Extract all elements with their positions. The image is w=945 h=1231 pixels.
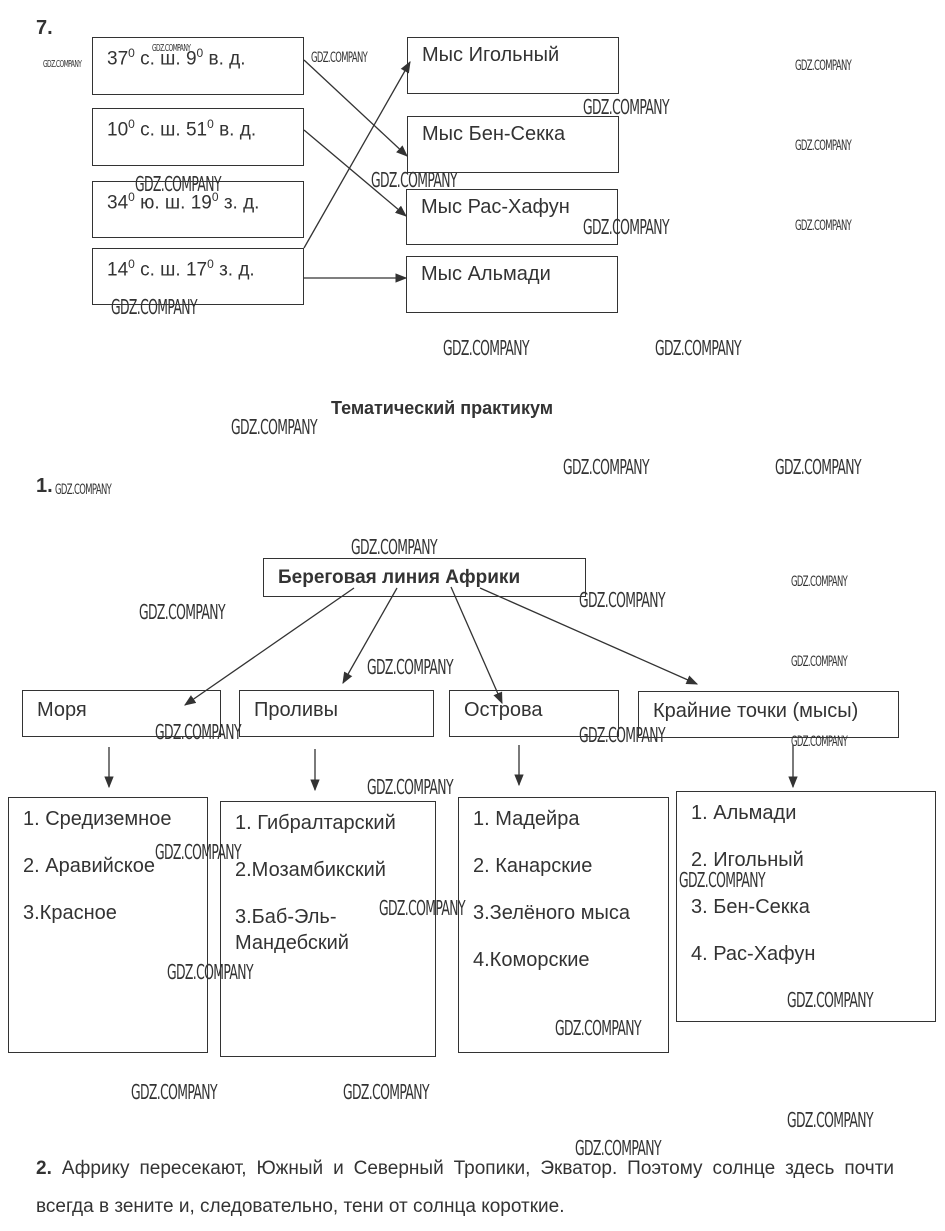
cape-box-4: Мыс Альмади <box>406 256 618 313</box>
list-item: 3. Бен-Секка <box>691 896 810 918</box>
list-item: 1. Средиземное <box>23 808 172 830</box>
longitude-value: 17 <box>185 259 208 281</box>
longitude-hemisphere: з. д. <box>213 259 255 281</box>
degree-mark: 0 <box>128 46 135 60</box>
match-arrow-3 <box>303 60 411 249</box>
cape-box-2: Мыс Бен-Секка <box>407 116 619 173</box>
list-item: 2.Мозамбикский <box>235 859 386 881</box>
root-arrow-extreme-points <box>479 587 699 685</box>
coordinate-box-2: 100 с. ш. 510 в. д. <box>92 108 304 166</box>
task-1-number: 1. <box>36 475 53 497</box>
longitude-hemisphere: в. д. <box>203 48 246 70</box>
latitude-value: 10 <box>107 119 129 141</box>
list-item: 3.Баб-Эль-Мандебский <box>235 906 349 954</box>
list-box-seas: 1. Средиземное 2. Аравийское 3.Красное <box>8 797 208 1053</box>
cape-box-3: Мыс Рас-Хафун <box>406 189 618 245</box>
task-2-text: Африку пересекают, Южный и Северный Троп… <box>36 1158 895 1217</box>
coordinate-box-3: 340 ю. ш. 190 з. д. <box>92 181 304 238</box>
list-item: 1. Мадейра <box>473 808 580 830</box>
latitude-hemisphere: ю. ш. <box>134 192 191 214</box>
category-box-straits: Проливы <box>239 690 434 737</box>
section-title: Тематический практикум <box>331 398 554 418</box>
degree-mark: 0 <box>207 117 214 131</box>
longitude-value: 9 <box>185 48 197 70</box>
longitude-value: 51 <box>185 119 208 141</box>
degree-mark: 0 <box>207 257 214 271</box>
longitude-value: 19 <box>190 192 212 214</box>
root-arrow-straits <box>342 587 398 685</box>
coordinate-box-4: 140 с. ш. 170 з. д. <box>92 248 304 305</box>
longitude-hemisphere: в. д. <box>213 119 257 141</box>
list-box-extreme-points: 1. Альмади 2. Игольный 3. Бен-Секка 4. Р… <box>676 791 936 1022</box>
task-2-number: 2. <box>36 1158 52 1179</box>
task-2-paragraph: 2. Африку пересекают, Южный и Северный Т… <box>36 1150 894 1226</box>
root-box: Береговая линия Африки <box>263 558 586 597</box>
root-arrow-seas <box>184 587 355 706</box>
category-box-extreme-points: Крайние точки (мысы) <box>638 691 899 738</box>
degree-mark: 0 <box>128 190 135 204</box>
list-item: 1. Альмади <box>691 802 797 824</box>
latitude-value: 34 <box>107 192 129 214</box>
list-item: 2. Игольный <box>691 849 804 871</box>
latitude-value: 37 <box>107 48 129 70</box>
degree-mark: 0 <box>211 190 219 204</box>
list-item: 1. Гибралтарский <box>235 812 396 834</box>
list-item: 4. Рас-Хафун <box>691 943 816 965</box>
latitude-hemisphere: с. ш. <box>134 259 186 281</box>
list-box-straits: 1. Гибралтарский 2.Мозамбикский 3.Баб-Эл… <box>220 801 436 1057</box>
degree-mark: 0 <box>196 46 204 60</box>
list-item: 3.Красное <box>23 902 117 924</box>
latitude-hemisphere: с. ш. <box>134 119 186 141</box>
list-item: 2. Аравийское <box>23 855 156 877</box>
task-7-number: 7. <box>36 17 53 39</box>
match-arrow-2 <box>303 129 407 217</box>
list-box-islands: 1. Мадейра 2. Канарские 3.Зелёного мыса … <box>458 797 669 1053</box>
longitude-hemisphere: з. д. <box>218 192 260 214</box>
degree-mark: 0 <box>128 257 135 271</box>
list-item: 3.Зелёного мыса <box>473 902 630 924</box>
latitude-value: 14 <box>107 259 129 281</box>
match-arrow-1 <box>303 59 408 157</box>
degree-mark: 0 <box>128 117 135 131</box>
coordinate-box-1: 370 с. ш. 90 в. д. <box>92 37 304 95</box>
category-box-islands: Острова <box>449 690 619 737</box>
list-item: 4.Коморские <box>473 949 590 971</box>
category-box-seas: Моря <box>22 690 221 737</box>
root-arrow-islands <box>450 586 503 705</box>
latitude-hemisphere: с. ш. <box>134 48 186 70</box>
list-item: 2. Канарские <box>473 855 593 877</box>
